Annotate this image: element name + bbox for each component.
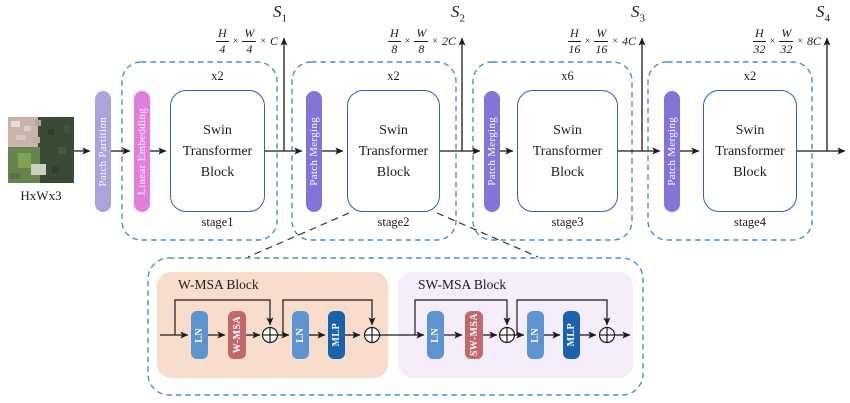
input-satellite-image (8, 117, 74, 183)
swin-block-stage3: Swin Transformer Block (517, 90, 618, 212)
linear-embedding-bar: Linear Embedding (134, 91, 150, 212)
stage-output-arrows (280, 37, 831, 151)
w-msa-block-title: W-MSA Block (178, 277, 259, 292)
add-icon (363, 326, 381, 344)
sw-msa-block-title: SW-MSA Block (418, 277, 507, 292)
wmsa-attention-bar: W-MSA (228, 311, 246, 359)
stage2-label: stage2 (377, 215, 410, 229)
patch-partition-bar: Patch Partition (95, 91, 111, 212)
stage1-output-label: S1 (273, 2, 287, 25)
wmsa-ln1-bar: LN (191, 311, 208, 359)
stage1-repeat-label: x2 (211, 69, 224, 83)
add-icon (498, 326, 516, 344)
skip-connections (174, 299, 611, 335)
stage4-label: stage4 (734, 215, 766, 229)
stage4-repeat-label: x2 (743, 69, 757, 83)
wmsa-mlp-bar: MLP (328, 311, 345, 359)
swmsa-ln2-bar: LN (527, 311, 544, 359)
patch-merging-bar-stage2: Patch Merging (306, 91, 322, 212)
swmsa-mlp-bar: MLP (563, 311, 580, 359)
input-image-label: HxWx3 (20, 188, 62, 203)
detail-outline (147, 257, 644, 396)
patch-merging-bar-stage3: Patch Merging (484, 91, 500, 212)
stage4-output-label: S4 (816, 2, 830, 25)
swmsa-ln1-bar: LN (427, 311, 444, 359)
wmsa-ln2-bar: LN (292, 311, 309, 359)
add-icon (261, 326, 279, 344)
swin-block-stage4: Swin Transformer Block (703, 90, 797, 212)
stage3-label: stage3 (551, 215, 584, 229)
expand-dashed-lines (247, 212, 539, 258)
patch-merging-bar-stage4: Patch Merging (664, 91, 680, 212)
stage2-repeat-label: x2 (387, 69, 400, 83)
swmsa-attention-bar: SW-MSA (465, 311, 483, 359)
swin-block-stage1: Swin Transformer Block (170, 90, 265, 212)
stage3-repeat-label: x6 (561, 69, 574, 83)
swin-block-stage2: Swin Transformer Block (347, 90, 440, 212)
stage2-output-label: S2 (451, 2, 465, 25)
stage3-output-label: S3 (631, 2, 645, 25)
stage1-label: stage1 (201, 215, 234, 229)
add-icon (598, 326, 616, 344)
add-nodes (261, 326, 616, 344)
